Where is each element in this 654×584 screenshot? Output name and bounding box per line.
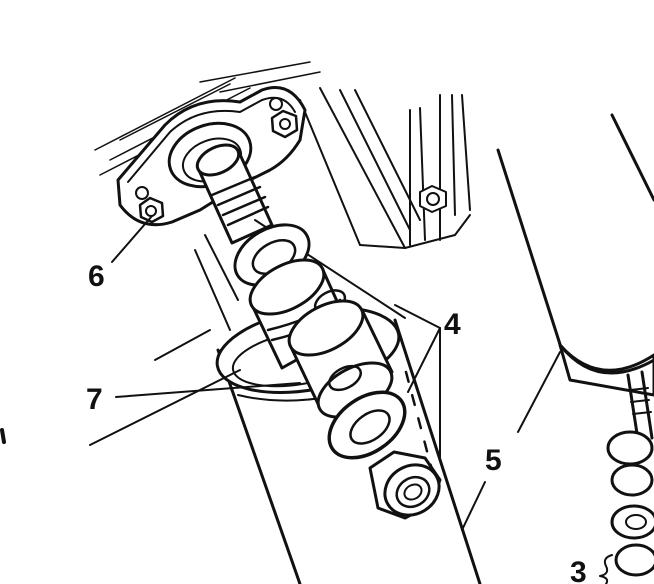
threaded-stud [195, 143, 274, 245]
flange-nut-left [135, 186, 165, 224]
leader-lines [111, 215, 561, 531]
shock-absorber-right [496, 113, 654, 577]
item-3-brace [599, 554, 613, 584]
callout-6: 6 [88, 260, 105, 293]
flange-nut-right [269, 97, 299, 139]
callout-4: 4 [444, 308, 461, 341]
frame-member [89, 219, 406, 446]
lock-nut [368, 450, 442, 520]
callout-5: 5 [485, 444, 502, 477]
assembly-axis [404, 370, 434, 472]
lower-washer [327, 390, 407, 460]
callout-7: 7 [86, 383, 103, 416]
callout-3: 3 [570, 556, 587, 584]
leader-line-5 [461, 481, 486, 531]
leader-line-7 [115, 382, 301, 398]
bracket-bolt [419, 185, 447, 213]
left-edge-fragment [0, 428, 6, 444]
spacer-sleeve [287, 299, 394, 419]
chassis-bracket [299, 87, 471, 249]
leader-line-4a [407, 327, 441, 393]
leader-line-6 [111, 215, 153, 263]
